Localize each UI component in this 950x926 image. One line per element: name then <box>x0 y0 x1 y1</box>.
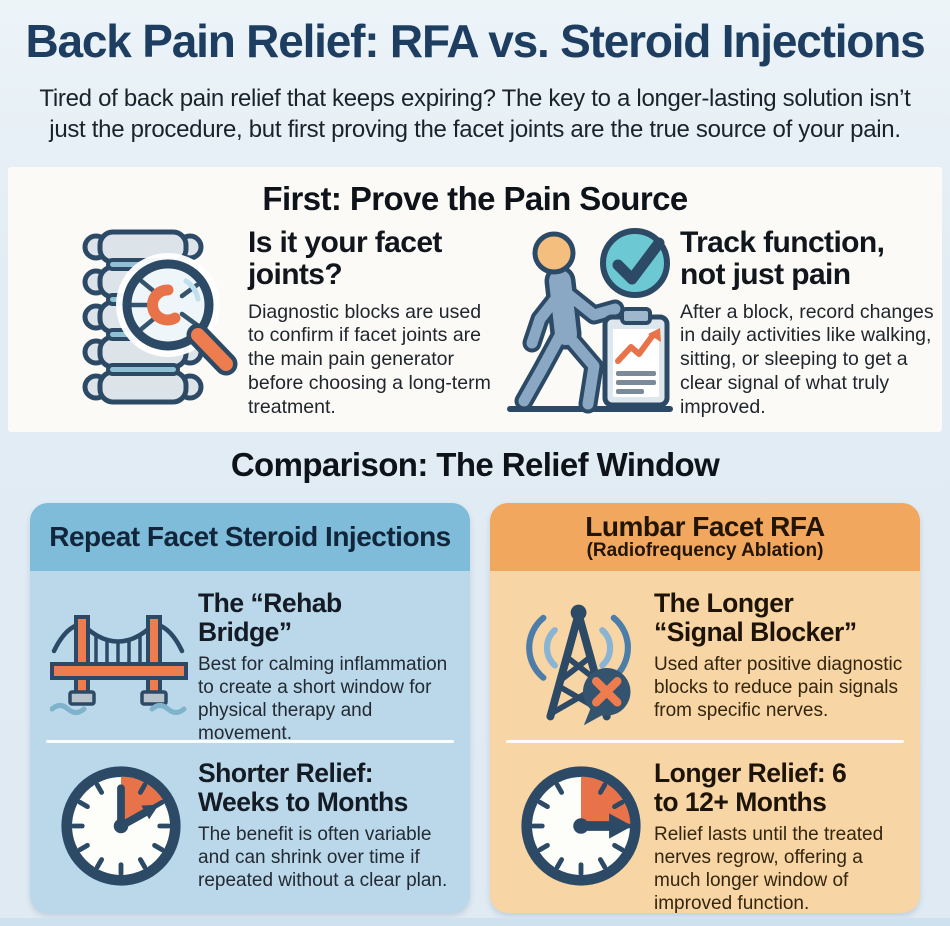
signal-blocker-text: The Longer “Signal Blocker” Used after p… <box>654 589 906 723</box>
rehab-bridge-title: The “Rehab Bridge” <box>198 588 342 647</box>
signal-blocker-body: Used after positive diagnostic blocks to… <box>654 654 903 721</box>
longer-relief-title: Longer Relief: 6 to 12+ Months <box>654 758 847 817</box>
track-function-text: Track function, not just pain After a bl… <box>680 227 944 420</box>
suspension-bridge-icon <box>50 595 188 727</box>
prove-section-heading: First: Prove the Pain Source <box>262 180 688 217</box>
card-rfa-header: Lumbar Facet RFA (Radiofrequency Ablatio… <box>490 503 920 571</box>
steroid-row-shorter-relief: Shorter Relief: Weeks to Months The bene… <box>30 753 470 905</box>
rehab-bridge-body: Best for calming inflammation to create … <box>198 654 448 744</box>
spine-magnifier-icon <box>50 217 248 417</box>
comparison-heading: Comparison: The Relief Window <box>230 446 720 483</box>
card-rfa-title: Lumbar Facet RFA <box>585 510 825 542</box>
walking-person-check-icon <box>502 219 678 421</box>
longer-relief-body: Relief lasts until the treated nerves re… <box>654 824 884 913</box>
steroid-row-rehab-bridge: The “Rehab Bridge” Best for calming infl… <box>30 583 470 744</box>
shorter-relief-body: The benefit is often variable and can sh… <box>198 824 448 891</box>
prove-section: First: Prove the Pain Source <box>8 167 942 432</box>
shorter-relief-title: Shorter Relief: Weeks to Months <box>198 758 408 817</box>
page-title: Back Pain Relief: RFA vs. Steroid Inject… <box>25 15 926 67</box>
page-subtitle: Tired of back pain relief that keeps exp… <box>39 85 911 143</box>
longer-relief-text: Longer Relief: 6 to 12+ Months Relief la… <box>654 759 906 913</box>
clock-long-arrow-icon <box>518 763 644 889</box>
rehab-bridge-text: The “Rehab Bridge” Best for calming infl… <box>198 589 456 745</box>
track-function-body: After a block, record changes in daily a… <box>680 300 934 418</box>
card-steroid-injections: Repeat Facet Steroid Injections <box>30 503 470 913</box>
rfa-row-signal-blocker: The Longer “Signal Blocker” Used after p… <box>490 583 920 739</box>
facet-joints-title: Is it your facet joints? <box>248 226 442 291</box>
bottom-strip <box>0 918 950 926</box>
rfa-row-longer-relief: Longer Relief: 6 to 12+ Months Relief la… <box>490 753 920 913</box>
card-lumbar-facet-rfa: Lumbar Facet RFA (Radiofrequency Ablatio… <box>490 503 920 913</box>
facet-joints-body: Diagnostic blocks are used to confirm if… <box>248 300 491 418</box>
card-rfa-subtitle: (Radiofrequency Ablation) <box>586 540 824 562</box>
track-function-title: Track function, not just pain <box>680 226 885 291</box>
card-steroid-title: Repeat Facet Steroid Injections <box>49 521 451 553</box>
card-steroid-divider <box>46 740 454 743</box>
radio-tower-blocked-icon <box>510 595 648 727</box>
shorter-relief-text: Shorter Relief: Weeks to Months The bene… <box>198 759 456 893</box>
card-steroid-header: Repeat Facet Steroid Injections <box>30 503 470 571</box>
clock-short-wedge-icon <box>58 763 184 889</box>
facet-joints-text: Is it your facet joints? Diagnostic bloc… <box>248 227 500 420</box>
card-rfa-divider <box>506 740 904 743</box>
signal-blocker-title: The Longer “Signal Blocker” <box>654 588 857 647</box>
